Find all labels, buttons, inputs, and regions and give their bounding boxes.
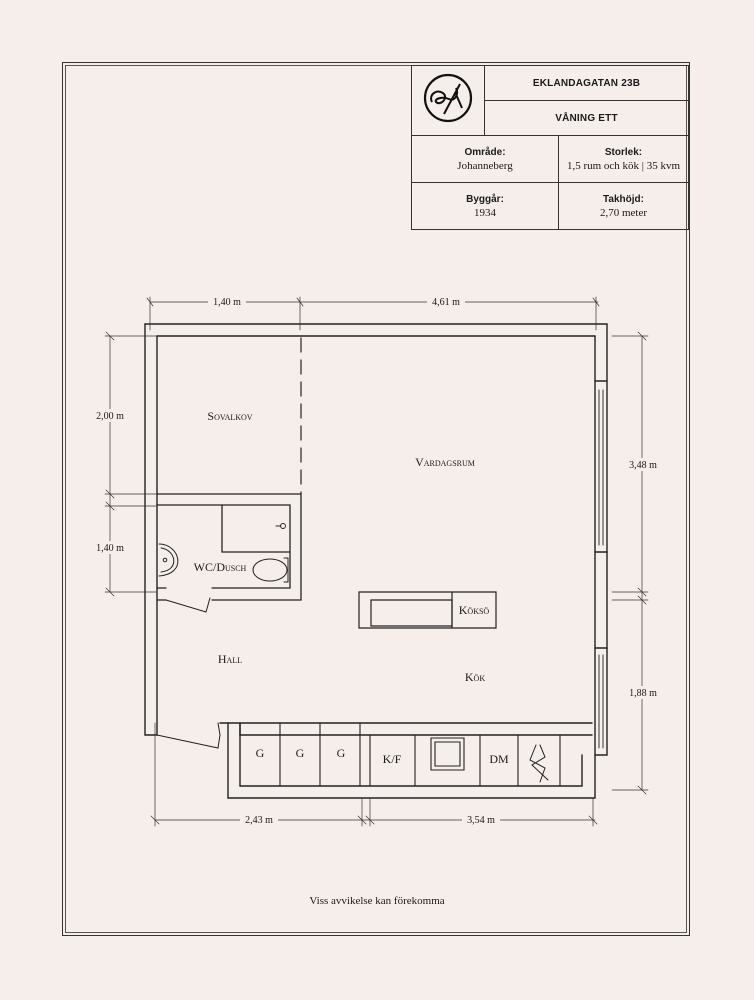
room-label-hall: Hall <box>218 652 242 666</box>
dim-top-right: 4,61 m <box>432 297 460 308</box>
kitchen-island <box>358 591 497 629</box>
dimension-labels: 1,40 m 4,61 m 2,00 m 1,40 m 3,48 m 1,88 … <box>92 295 662 826</box>
unit-label-g2: G <box>296 746 305 760</box>
bathroom-door <box>165 597 211 613</box>
room-label-kokso: Köksö <box>459 603 490 617</box>
year-value: 1934 <box>474 206 496 219</box>
window-marks <box>598 389 604 749</box>
address-title: EKLANDAGATAN 23B <box>484 65 689 101</box>
dim-right-lower: 1,88 m <box>629 688 657 699</box>
height-label: Takhöjd: <box>603 193 644 205</box>
area-value: Johanneberg <box>457 159 513 172</box>
toilet-icon <box>252 557 289 583</box>
unit-label-kf: K/F <box>383 752 402 766</box>
height-value: 2,70 meter <box>599 206 648 219</box>
unit-label-dm: DM <box>489 752 509 766</box>
floor-title: VÅNING ETT <box>484 100 689 136</box>
dim-bottom-left: 2,43 m <box>245 815 273 826</box>
dim-left-lower: 1,40 m <box>96 543 124 554</box>
shower-tap-icon <box>275 523 286 529</box>
dim-left-upper: 2,00 m <box>96 411 124 422</box>
area-cell: Område: Johanneberg <box>410 135 560 183</box>
dim-bottom-right: 3,54 m <box>467 815 495 826</box>
area-label: Område: <box>464 146 506 158</box>
size-label: Storlek: <box>604 146 643 158</box>
bathroom-walls <box>156 493 302 601</box>
counter-units <box>279 722 561 787</box>
logo-cell <box>411 65 485 136</box>
inner-frame <box>65 65 687 933</box>
room-labels: Sovalkov Vardagsrum WC/Dusch Hall Kök Kö… <box>194 409 509 766</box>
disclaimer-text: Viss avvikelse kan förekomma <box>309 895 445 907</box>
outer-walls <box>144 323 608 799</box>
monogram-logo-icon <box>423 73 473 123</box>
room-label-wc: WC/Dusch <box>194 560 247 574</box>
unit-label-g1: G <box>256 746 265 760</box>
size-value: 1,5 rum och kök | 35 kvm <box>566 159 681 172</box>
sink-icon <box>158 543 179 577</box>
room-label-vardagsrum: Vardagsrum <box>415 455 475 469</box>
unit-label-g3: G <box>337 746 346 760</box>
dim-right-upper: 3,48 m <box>629 460 657 471</box>
size-cell: Storlek: 1,5 rum och kök | 35 kvm <box>558 135 689 183</box>
dim-top-left: 1,40 m <box>213 297 241 308</box>
info-table: EKLANDAGATAN 23B VÅNING ETT Område: Joha… <box>410 65 689 230</box>
room-label-kok: Kök <box>465 670 485 684</box>
year-cell: Byggår: 1934 <box>410 182 560 230</box>
room-label-sovalkov: Sovalkov <box>207 409 252 423</box>
height-cell: Takhöjd: 2,70 meter <box>558 182 689 230</box>
outer-frame <box>62 62 690 936</box>
entrance-door <box>156 722 221 749</box>
year-label: Byggår: <box>466 193 504 205</box>
dimension-lines <box>104 296 649 827</box>
